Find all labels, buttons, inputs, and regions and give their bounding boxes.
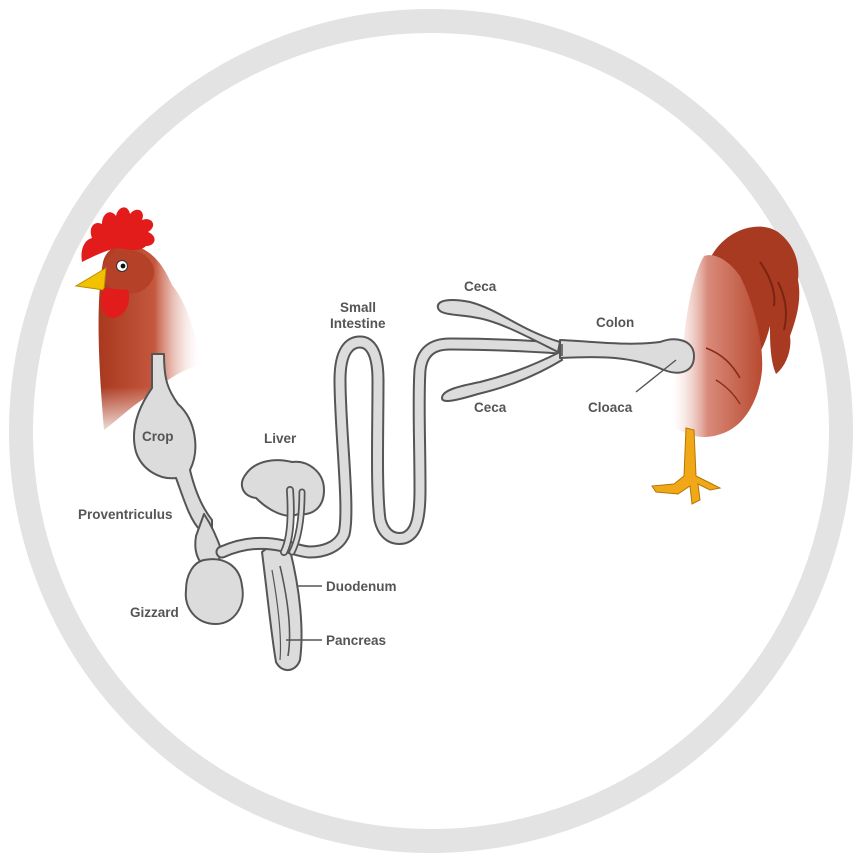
rear-body <box>671 255 763 437</box>
beak-icon <box>74 267 107 291</box>
duodenum-organ <box>261 545 303 671</box>
gizzard-organ <box>184 558 244 625</box>
ceca-lower-organ <box>441 351 563 402</box>
liver-label: Liver <box>264 431 297 446</box>
ceca-top-label: Ceca <box>464 279 497 294</box>
head-shape <box>102 250 154 294</box>
tail-feathers <box>712 226 800 374</box>
small-intestine-label-line1: Small <box>340 300 376 315</box>
pancreas-organ <box>279 565 291 657</box>
colon-label: Colon <box>596 315 634 330</box>
comb-icon <box>81 207 155 262</box>
background-ring <box>9 9 853 853</box>
wattle-icon <box>100 288 130 318</box>
gizzard-label: Gizzard <box>130 605 179 620</box>
proventriculus-label: Proventriculus <box>78 507 173 522</box>
crop-label: Crop <box>142 429 174 444</box>
rooster-head <box>74 207 210 440</box>
rooster-rear <box>651 226 800 505</box>
cloaca-label: Cloaca <box>588 400 633 415</box>
digestive-tract <box>132 299 695 671</box>
ceca-upper-organ <box>436 299 561 353</box>
liver-organ <box>240 459 325 517</box>
leg-icon <box>651 427 722 505</box>
ceca-bottom-label: Ceca <box>474 400 507 415</box>
pancreas-label: Pancreas <box>326 633 386 648</box>
colon-organ <box>559 338 695 374</box>
cloaca-leader <box>635 359 677 393</box>
small-intestine-label-line2: Intestine <box>330 316 386 331</box>
duodenum-label: Duodenum <box>326 579 397 594</box>
